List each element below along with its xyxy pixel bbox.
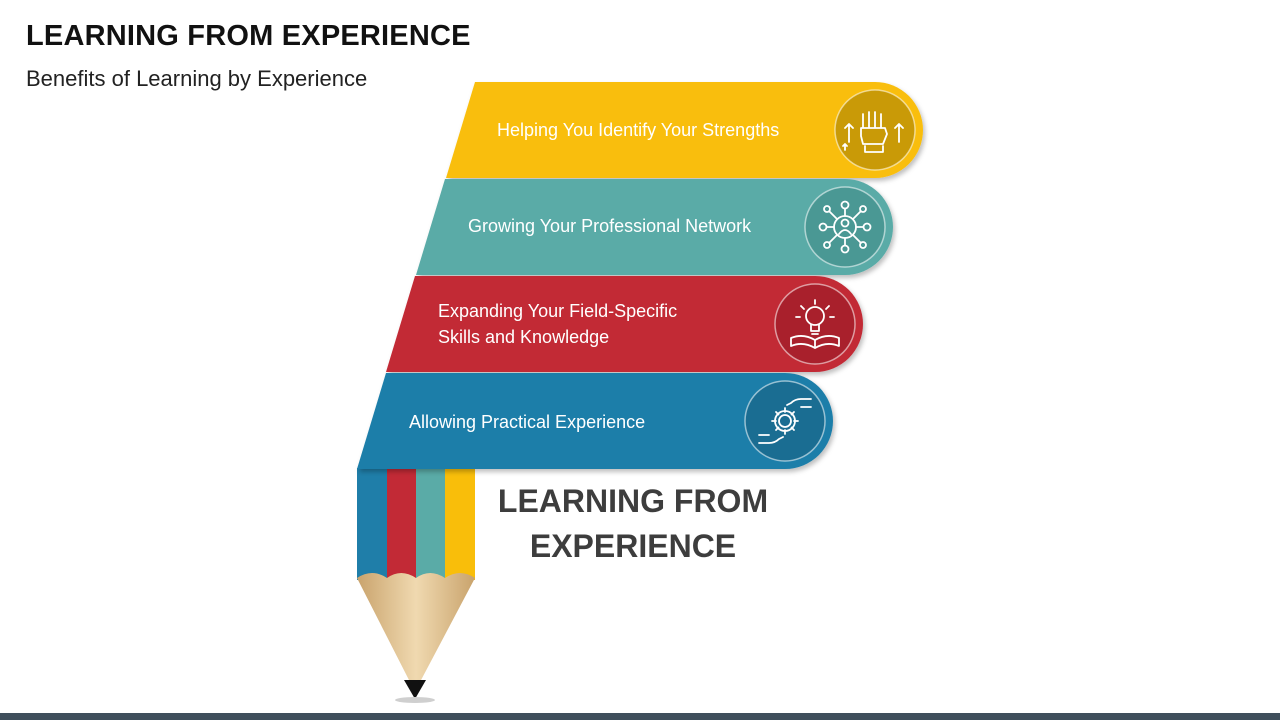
pencil-wood-tip: [357, 573, 475, 682]
footer-bar: [0, 713, 1280, 720]
band-shape-4: [357, 373, 833, 469]
pencil-stripe-blue: [357, 468, 387, 580]
page-subtitle: Benefits of Learning by Experience: [26, 66, 368, 91]
pencil-stripe-yellow: [445, 468, 475, 580]
gear-hands-icon: [758, 398, 812, 444]
band-text-2: Growing Your Professional Network: [468, 216, 752, 236]
band-shape-2: [416, 179, 893, 275]
raised-fist-icon: [842, 111, 904, 153]
center-title-line-1: LEARNING FROM: [498, 483, 768, 519]
center-title-line-2: EXPERIENCE: [530, 528, 736, 564]
benefit-band-1: [446, 82, 923, 178]
icon-circle-1: [834, 89, 916, 171]
benefit-band-3: [386, 276, 863, 372]
lightbulb-book-icon: [790, 299, 840, 349]
benefit-band-2: [416, 179, 893, 275]
pencil-lead-tip: [404, 680, 426, 699]
band-text-1: Helping You Identify Your Strengths: [497, 120, 779, 140]
icon-circle-4: [744, 380, 826, 462]
network-icon: [818, 200, 872, 254]
icon-circle-3: [774, 283, 856, 365]
band-shape-3: [386, 276, 863, 372]
band-text-4: Allowing Practical Experience: [409, 412, 645, 432]
pencil-stripe-teal: [416, 468, 445, 580]
pencil-body: [357, 468, 475, 580]
band-text-3b: Skills and Knowledge: [438, 327, 609, 347]
page-title: LEARNING FROM EXPERIENCE: [26, 20, 471, 52]
band-shape-1: [446, 82, 923, 178]
band-text-3a: Expanding Your Field-Specific: [438, 301, 677, 321]
pencil-shadow: [395, 697, 435, 703]
benefit-band-4: [357, 373, 833, 469]
pencil-stripe-red: [387, 468, 416, 580]
